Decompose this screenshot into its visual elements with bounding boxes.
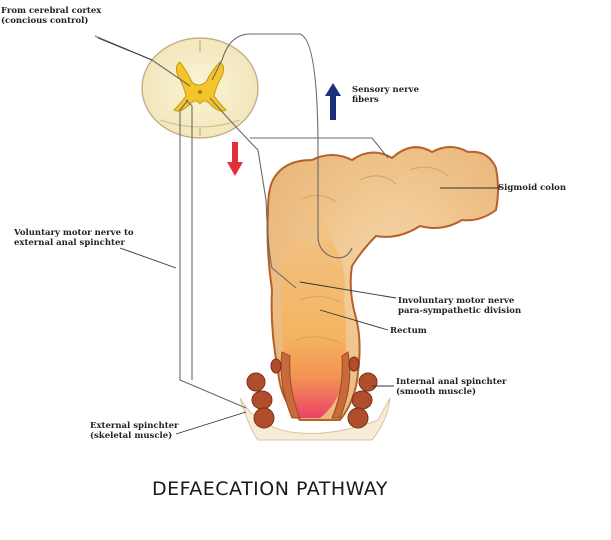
internal-anal-sphincter-left	[280, 351, 301, 419]
perineum	[239, 397, 391, 441]
colon-haustra	[295, 166, 449, 345]
external-sphincter-left	[246, 358, 282, 429]
label-external-sphincter: External spinchter(skeletal muscle)	[90, 421, 179, 441]
nerve-pathways	[94, 33, 389, 409]
label-rectum: Rectum	[390, 326, 427, 336]
label-sigmoid-colon: Sigmoid colon	[498, 183, 567, 193]
page-title: DEFAECATION PATHWAY	[151, 478, 389, 500]
grey-matter	[173, 61, 227, 112]
arrow-up-icon	[325, 83, 341, 120]
arrow-down-icon	[227, 142, 243, 176]
colon-highlight	[297, 196, 334, 261]
leader-lines	[97, 37, 500, 435]
rectum	[281, 237, 346, 418]
external-sphincter-right	[347, 356, 378, 429]
internal-anal-sphincter-right	[331, 351, 351, 419]
spinal-cord	[141, 37, 259, 139]
label-internal-anal-sphincter: Internal anal spinchter(smooth muscle)	[396, 377, 507, 397]
label-cerebral-cortex: From cerebral cortex(concious control)	[1, 6, 102, 26]
